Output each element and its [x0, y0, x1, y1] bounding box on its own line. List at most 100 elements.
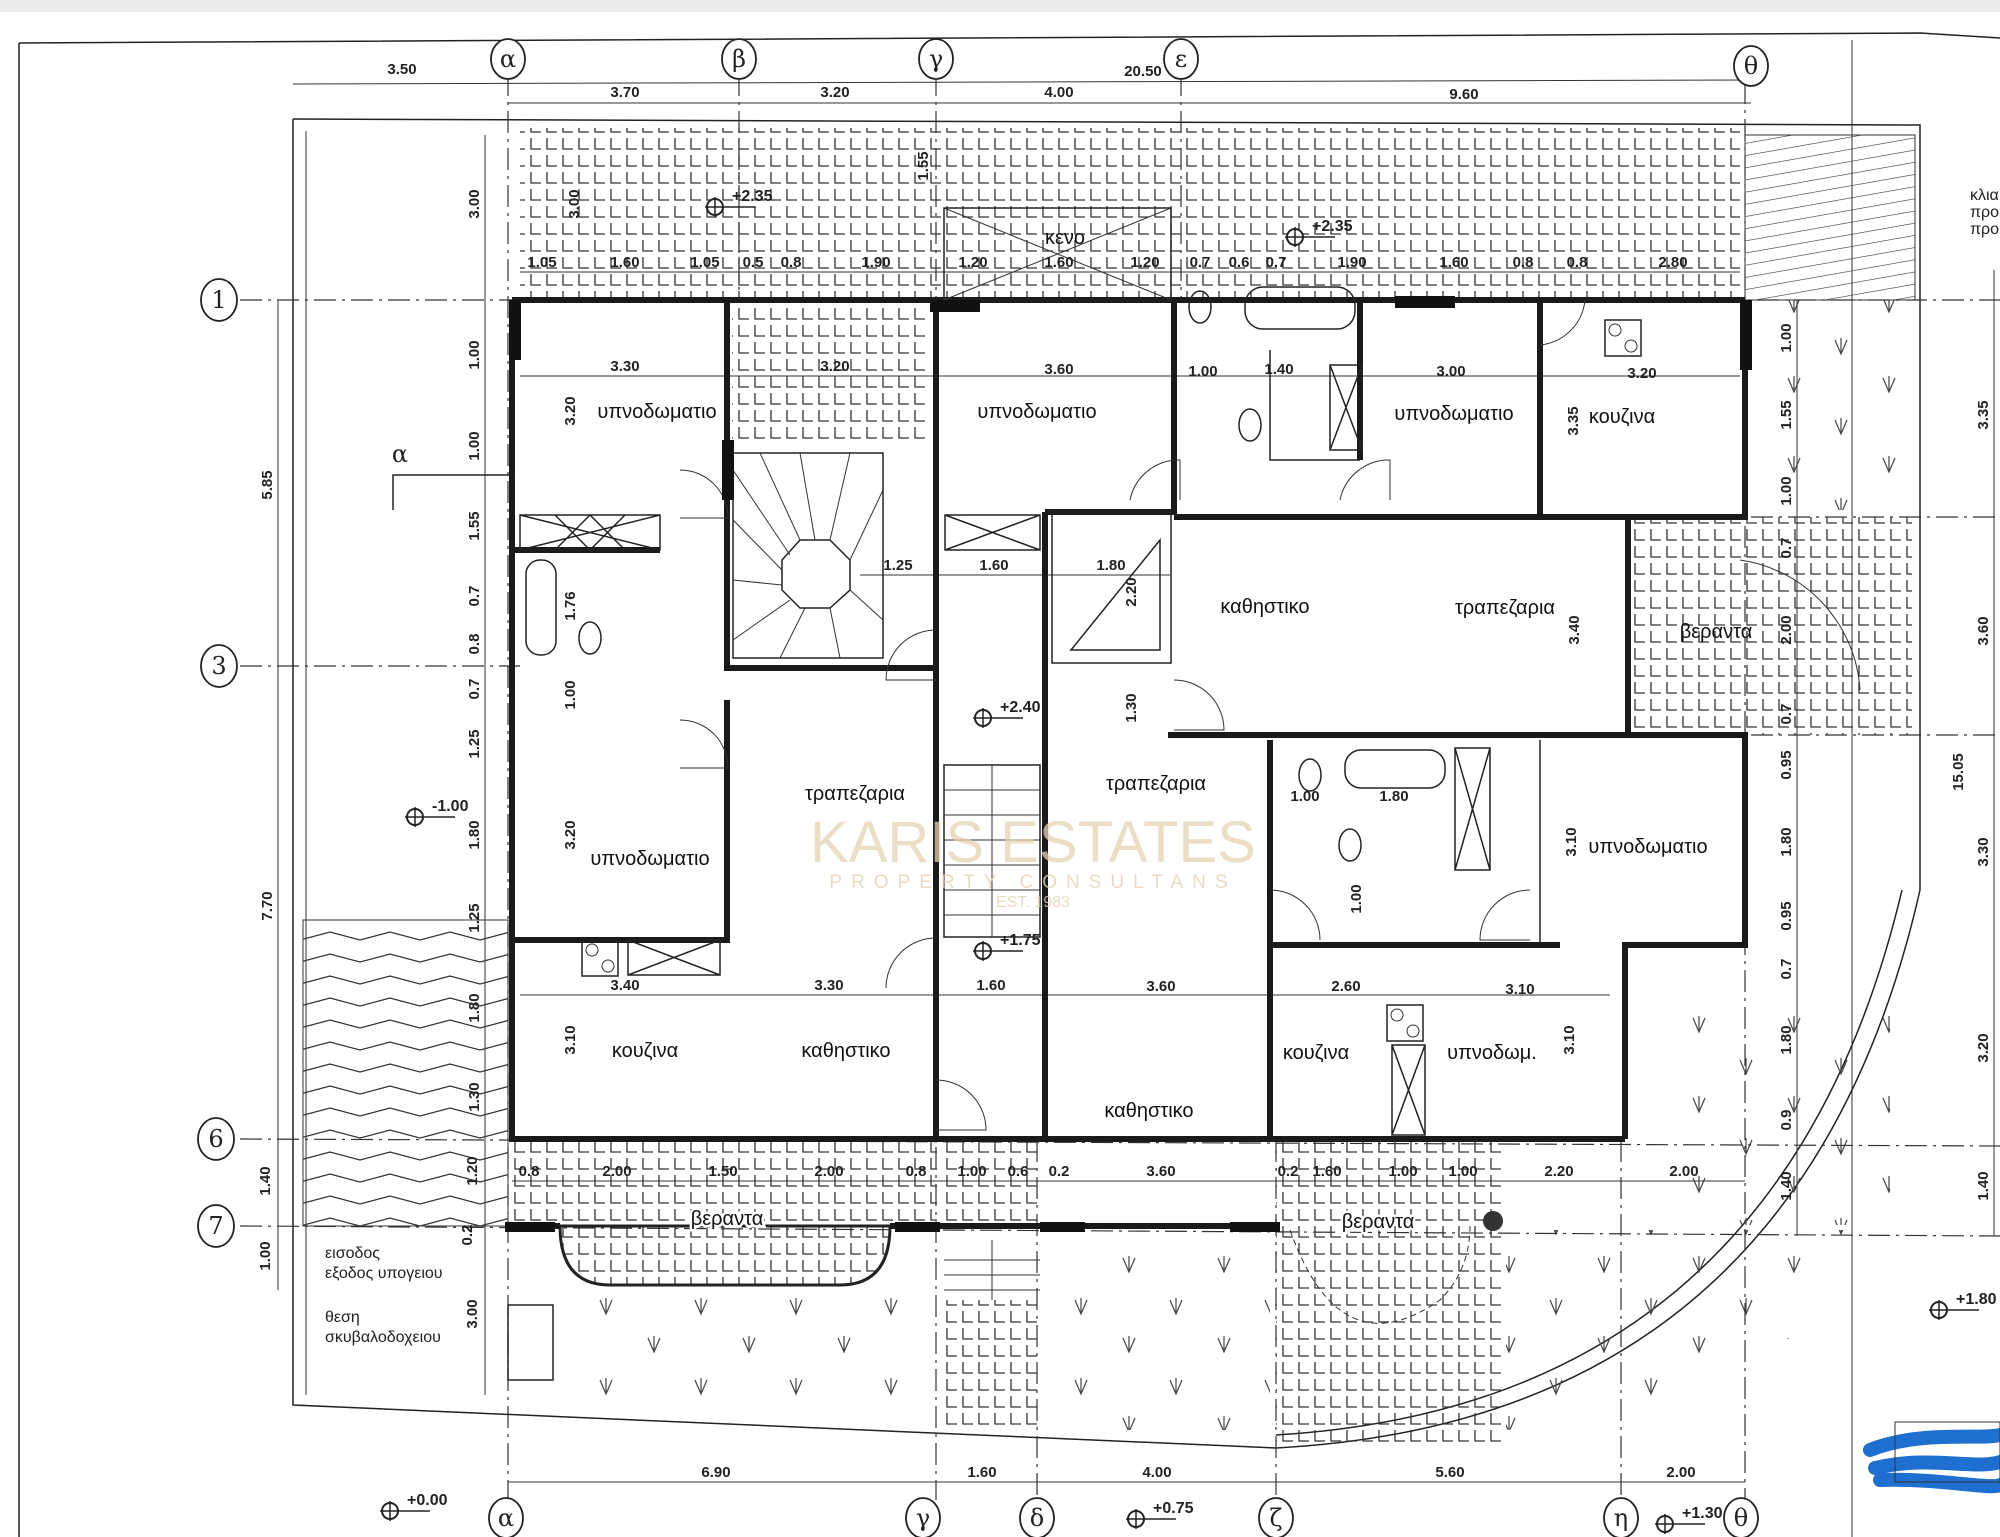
gate-note: προ — [1970, 204, 1999, 221]
dimension-label: 1.00 — [1188, 363, 1217, 380]
dimension-label: 1.00 — [466, 431, 483, 460]
grid-axis-circle — [1163, 38, 1199, 80]
columns — [505, 296, 1752, 1232]
straight-stair — [943, 764, 1041, 1300]
room-label: υπνοδωματιο — [590, 848, 709, 870]
dimension-label: 1.60 — [1312, 1163, 1341, 1180]
dimension-label: 1.60 — [1044, 254, 1073, 271]
terrace-top — [520, 128, 1912, 735]
dimension-label: 0.7 — [1778, 959, 1795, 980]
dimension-label: 3.60 — [1044, 361, 1073, 378]
level-marker-line — [973, 941, 1023, 961]
section-marker-label: α — [392, 440, 408, 468]
dimension-label: 2.80 — [1658, 254, 1687, 271]
walls — [509, 297, 1748, 1229]
dimension-label: 1.00 — [562, 680, 579, 709]
dimension-label: 2.60 — [1331, 978, 1360, 995]
void-box — [943, 207, 1172, 301]
watermark-subtitle: PROPERTY CONSULTANS — [829, 872, 1236, 893]
level-label: +1.80 — [1956, 1291, 1997, 1308]
dimension-label: 3.30 — [814, 977, 843, 994]
dimension-label: 0.8 — [781, 254, 802, 271]
grid-axis-circle — [918, 38, 954, 80]
dimension-label: 1.60 — [967, 1464, 996, 1481]
dimension-label: 1.20 — [958, 254, 987, 271]
redaction-scribble — [1863, 1428, 2000, 1494]
dimension-label: 1.00 — [1778, 323, 1795, 352]
level-marker-line — [405, 807, 455, 827]
level-marker-line — [380, 1501, 430, 1521]
spiral-stair — [732, 452, 884, 659]
dimension-label: 6.90 — [701, 1464, 730, 1481]
grid-axis-label: α — [500, 45, 516, 73]
dimension-label: 1.80 — [1096, 557, 1125, 574]
dimension-label: 1.55 — [466, 511, 483, 540]
grid-axis-label: ε — [1175, 45, 1187, 73]
dimension-label: 1.25 — [466, 729, 483, 758]
level-label: +2.35 — [1312, 218, 1353, 235]
grid-axis-circle — [488, 1497, 524, 1537]
grid-row-label: 3 — [211, 652, 226, 680]
dimension-label: 3.10 — [562, 1025, 579, 1054]
dimension-label: 1.00 — [1388, 1163, 1417, 1180]
dimension-label: 3.20 — [562, 396, 579, 425]
dimension-label: 2.00 — [602, 1163, 631, 1180]
scan-top-band — [0, 0, 2000, 12]
dimension-label: 3.20 — [1627, 365, 1656, 382]
bathroom-fixtures — [525, 286, 1642, 1042]
garden-areas — [566, 300, 1910, 1430]
dimension-label: 1.05 — [527, 254, 556, 271]
dimension-label: 0.2 — [459, 1225, 476, 1246]
dimension-label: 3.10 — [1505, 981, 1534, 998]
entrance-label: εισοδος — [325, 1245, 380, 1262]
dimension-label: 1.25 — [466, 903, 483, 932]
level-label: +0.75 — [1153, 1500, 1194, 1517]
dimension-label: 4.00 — [1142, 1464, 1171, 1481]
grid-row-circle — [200, 278, 238, 322]
dimension-label: 1.90 — [1337, 254, 1366, 271]
room-label: κουζινα — [1589, 406, 1655, 428]
dimension-label: 0.95 — [1778, 750, 1795, 779]
dimension-label: 0.6 — [1229, 254, 1250, 271]
dimension-label: 3.35 — [1975, 400, 1992, 429]
room-label: υπνοδωματιο — [597, 401, 716, 423]
dimension-label: 3.00 — [1436, 363, 1465, 380]
grid-axis-circle — [1723, 1497, 1759, 1537]
bins-label: σκυβαλοδοχειου — [325, 1329, 441, 1346]
dimension-label: 1.05 — [690, 254, 719, 271]
room-label: τραπεζαρια — [1106, 773, 1206, 795]
dimension-label: 1.80 — [1778, 1025, 1795, 1054]
dimension-label: 3.20 — [820, 358, 849, 375]
dimension-label: 20.50 — [1124, 63, 1162, 80]
dimension-label: 1.60 — [610, 254, 639, 271]
scribble-frame — [1894, 1421, 2000, 1483]
watermark-brand: KARIS ESTATES — [810, 810, 1256, 875]
grid-axis-label: η — [1614, 1504, 1628, 1532]
grid-axis-circle — [1019, 1497, 1055, 1537]
dimension-label: 1.30 — [1123, 693, 1140, 722]
room-label: βεραντα — [1342, 1211, 1415, 1233]
dimension-label: 1.90 — [861, 254, 890, 271]
dimension-label: 3.30 — [1975, 837, 1992, 866]
room-label: τραπεζαρια — [805, 783, 905, 805]
room-label: υπνοδωμ. — [1447, 1042, 1537, 1064]
grid-row-circle — [200, 644, 238, 688]
dimension-label: 1.40 — [1975, 1171, 1992, 1200]
dimension-label: 0.8 — [906, 1163, 927, 1180]
dimension-label: 1.55 — [915, 151, 932, 180]
dimension-label: 1.80 — [1379, 788, 1408, 805]
level-label: +2.40 — [1000, 699, 1041, 716]
dimension-label: 1.76 — [562, 591, 579, 620]
grid-axis-label: θ — [1744, 52, 1758, 80]
dimension-label: 1.30 — [466, 1082, 483, 1111]
grid-axis-circle — [1258, 1497, 1294, 1537]
terrace-bottom — [512, 1142, 1506, 1442]
wardrobes — [519, 364, 1491, 1136]
dimension-label: 3.60 — [1146, 1163, 1175, 1180]
dimension-label: 0.5 — [743, 254, 764, 271]
dimension-label: 1.00 — [957, 1163, 986, 1180]
dimension-label: 3.60 — [1975, 616, 1992, 645]
dimension-label: 1.20 — [1130, 254, 1159, 271]
dimension-label: 0.2 — [1278, 1163, 1299, 1180]
dimension-label: 15.05 — [1950, 753, 1967, 791]
